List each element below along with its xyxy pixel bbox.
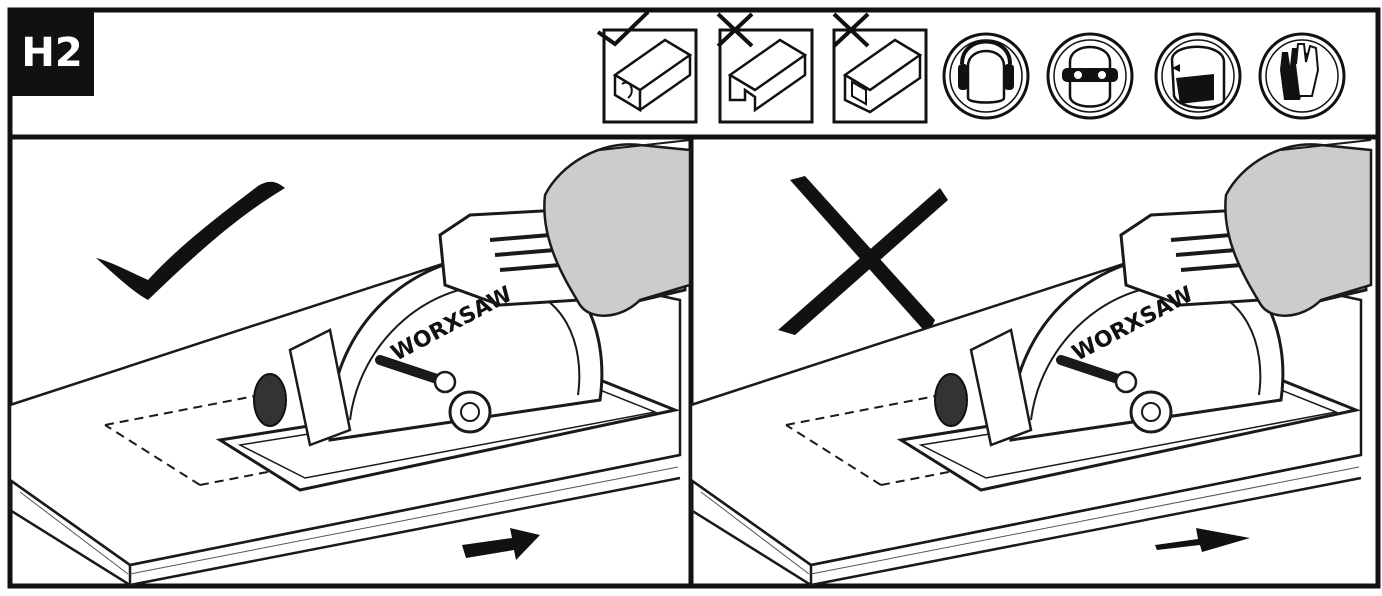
gloves-icon bbox=[1258, 32, 1346, 120]
correct-panel: WORXSAW bbox=[10, 140, 690, 585]
step-label: H2 bbox=[21, 30, 82, 76]
x-mark-icon bbox=[716, 12, 754, 48]
ear-protection-icon bbox=[942, 32, 1030, 120]
metal-profile-forbidden-icon bbox=[716, 12, 814, 124]
x-mark-icon bbox=[832, 12, 870, 48]
step-label-box: H2 bbox=[10, 10, 94, 96]
aluminium-profile-forbidden-icon bbox=[832, 12, 928, 124]
outer-border bbox=[7, 7, 1381, 589]
arrow-left-icon bbox=[462, 528, 540, 560]
check-mark-icon bbox=[96, 181, 285, 300]
eye-protection-icon bbox=[1046, 32, 1134, 120]
x-mark-icon bbox=[790, 176, 935, 335]
check-mark-icon bbox=[596, 10, 650, 47]
arrow-right-icon bbox=[1155, 528, 1250, 552]
solid-wood-allowed-icon bbox=[596, 10, 698, 124]
incorrect-panel: WORXSAW bbox=[691, 140, 1371, 585]
dust-mask-icon bbox=[1154, 32, 1242, 120]
